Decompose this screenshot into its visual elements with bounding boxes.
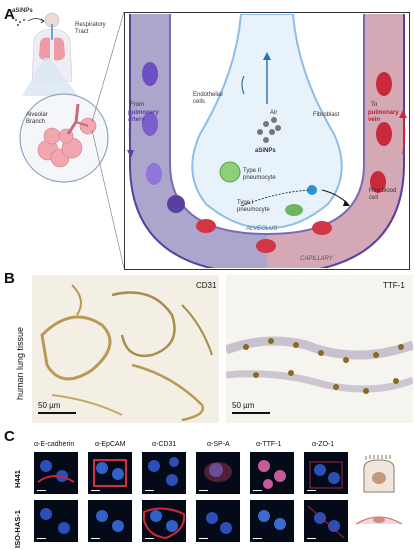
type1-pneumocyte-label: Type I pneumocyte bbox=[237, 200, 270, 213]
type1-cell-icon bbox=[355, 516, 403, 525]
col-header-sp-a: α-SP-A bbox=[207, 441, 230, 448]
fluor-iso-epcam bbox=[88, 500, 132, 542]
cd31-micrograph bbox=[32, 275, 219, 423]
capillary-label: CAPILLARY bbox=[300, 256, 333, 262]
type2-cell-icon bbox=[363, 455, 395, 493]
fluor-h441-ttf-1 bbox=[250, 452, 294, 494]
to-pulmonary-vein-label-1: To bbox=[371, 102, 378, 108]
cd31-scale-label: 50 µm bbox=[38, 401, 61, 410]
from-pulmonary-artery-label-2: pulmonary artery bbox=[128, 110, 159, 123]
fluor-h441-sp-a bbox=[196, 452, 240, 494]
ttf1-micrograph bbox=[226, 275, 413, 423]
asinps-mid-label: aSiNPs bbox=[255, 148, 276, 154]
panel-a-letter: A bbox=[4, 6, 15, 23]
fluor-h441-zo-1 bbox=[304, 452, 348, 494]
panel-c-letter: C bbox=[4, 428, 15, 445]
fluor-h441-e-cadherin bbox=[34, 452, 78, 494]
respiratory-tract-label: Respiratory Tract bbox=[75, 22, 106, 35]
cd31-title: CD31 bbox=[196, 281, 217, 290]
to-pulmonary-vein-label-2: pulmonary vein bbox=[368, 110, 399, 123]
row-label-iso-has-1: ISO-HAS-1 bbox=[13, 510, 22, 548]
alveolus-schematic-frame bbox=[124, 12, 410, 270]
col-header-epcam: α-EpCAM bbox=[95, 441, 126, 448]
panel-b-letter: B bbox=[4, 270, 15, 287]
alveolar-branch-illustration bbox=[19, 93, 109, 183]
alveolus-label: ALVEOLUS bbox=[246, 226, 278, 232]
fluor-h441-cd31 bbox=[142, 452, 186, 494]
row-label-h441: H441 bbox=[13, 470, 22, 488]
col-header-cd31: α-CD31 bbox=[152, 441, 177, 448]
cd31-scalebar bbox=[38, 412, 76, 414]
col-header-e-cadherin: α-E-cadherin bbox=[34, 441, 75, 448]
ttf1-scalebar bbox=[232, 412, 270, 414]
zoom-lines bbox=[91, 11, 125, 269]
ttf1-scale-label: 50 µm bbox=[232, 401, 255, 410]
alveolus-capillary-diagram bbox=[127, 14, 407, 268]
fluor-iso-sp-a bbox=[196, 500, 240, 542]
air-label: Air bbox=[270, 110, 278, 116]
from-pulmonary-artery-label-1: From bbox=[130, 102, 144, 108]
asinps-top-label: aSiNPs bbox=[12, 8, 33, 14]
fluor-iso-e-cadherin bbox=[34, 500, 78, 542]
col-header-zo-1: α-ZO-1 bbox=[312, 441, 335, 448]
type2-pneumocyte-label: Type II pneumocyte bbox=[243, 168, 276, 181]
fluor-iso-ttf-1 bbox=[250, 500, 294, 542]
human-lung-tissue-label: human lung tissue bbox=[15, 326, 25, 400]
fluor-iso-zo-1 bbox=[304, 500, 348, 542]
fluor-iso-cd31 bbox=[142, 500, 186, 542]
ttf1-title: TTF-1 bbox=[383, 281, 405, 290]
alveolar-branch-label: Alveolar Branch bbox=[26, 112, 48, 125]
fibroblast-label: Fibroblast bbox=[313, 112, 340, 118]
zoom-cone bbox=[22, 58, 78, 96]
endothelial-cells-label: Endothelial cells bbox=[193, 92, 223, 105]
fluor-h441-epcam bbox=[88, 452, 132, 494]
col-header-ttf-1: α-TTF-1 bbox=[256, 441, 282, 448]
red-blood-cell-label: Red blood cell bbox=[369, 188, 397, 201]
